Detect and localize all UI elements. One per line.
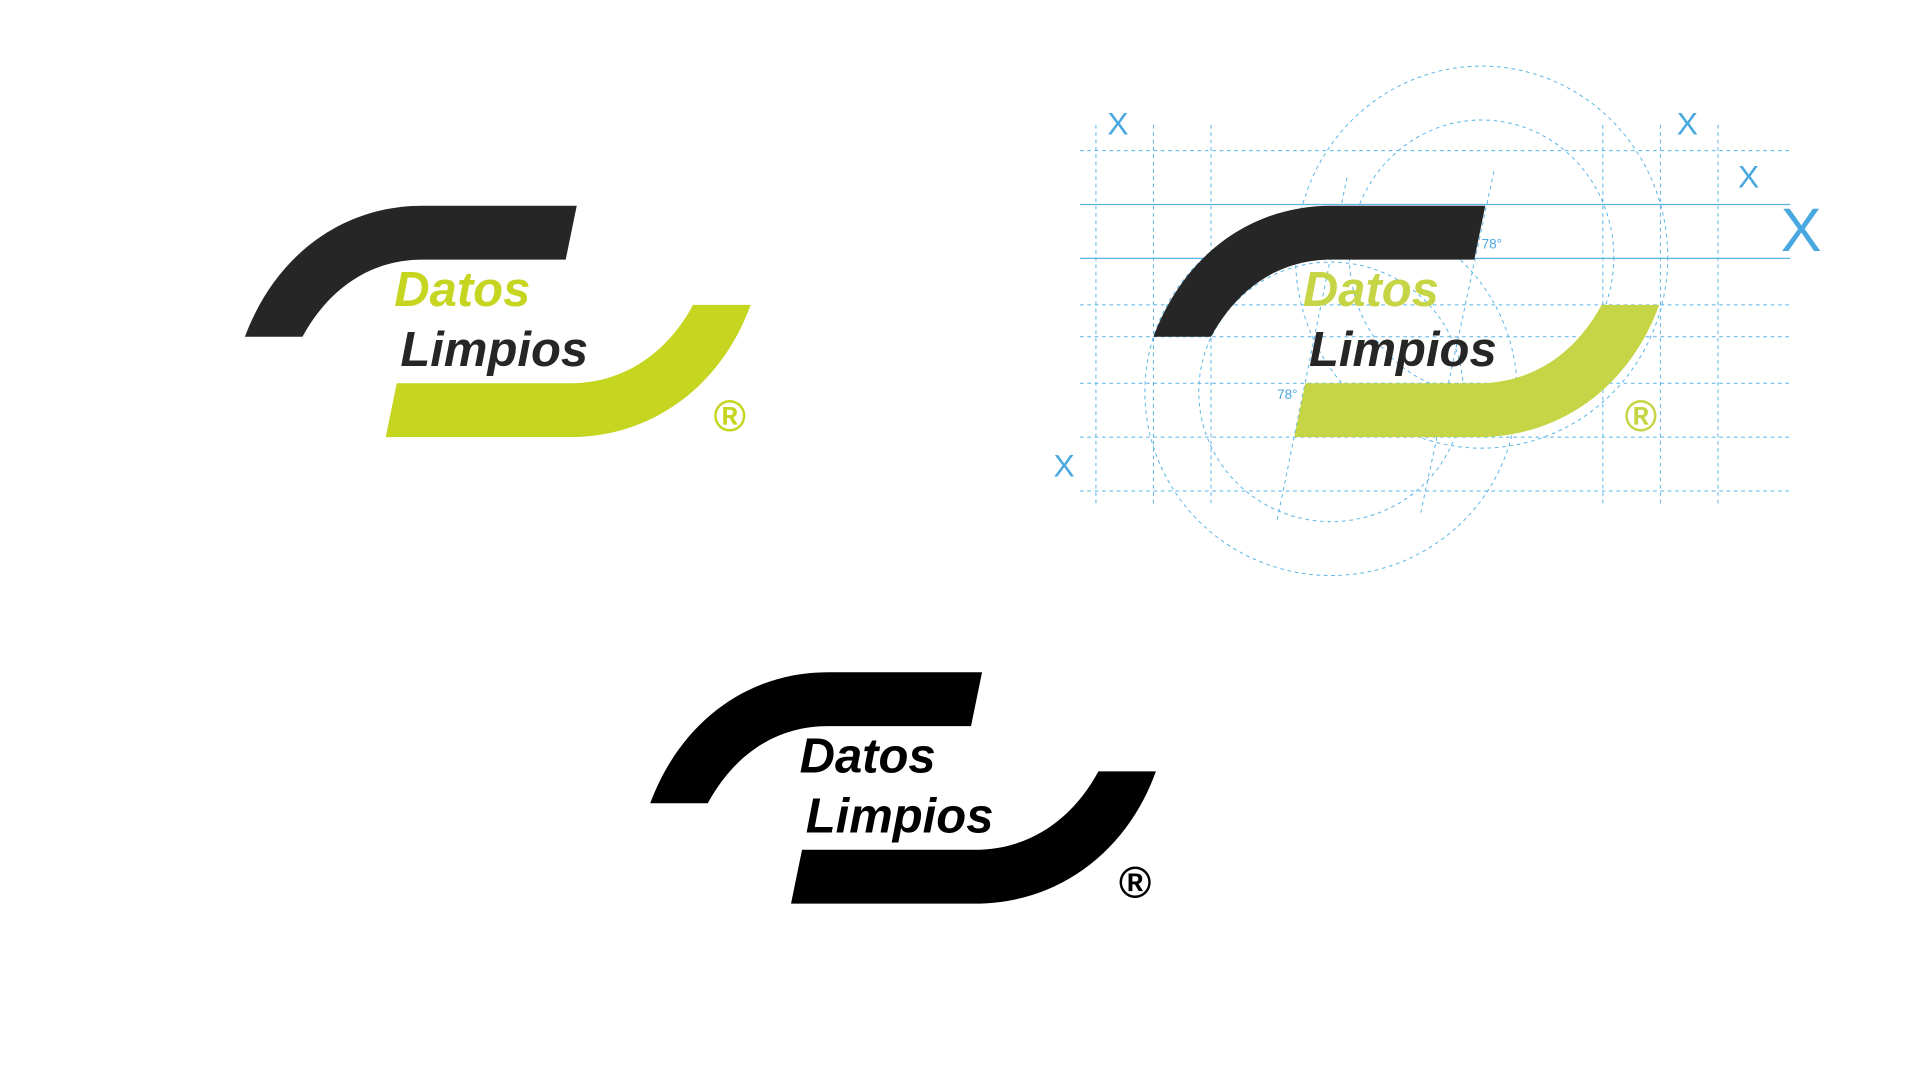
logo-construction: Datos Limpios ® X X X X X 78° 78° xyxy=(1053,65,1822,576)
logo-word-limpios: Limpios xyxy=(400,323,588,377)
angle-label: 78° xyxy=(1277,387,1297,402)
logo-color: Datos Limpios ® xyxy=(244,205,751,441)
unit-label-x: X xyxy=(1738,158,1759,194)
unit-label-x: X xyxy=(1053,447,1074,483)
registered-mark-icon: ® xyxy=(1119,859,1151,908)
logo-word-limpios: Limpios xyxy=(806,790,994,844)
registered-mark-icon: ® xyxy=(1625,392,1657,441)
logo-word-datos: Datos xyxy=(800,730,936,784)
angle-label: 78° xyxy=(1482,237,1502,252)
unit-label-x: X xyxy=(1107,106,1128,142)
logo-word-limpios: Limpios xyxy=(1309,323,1497,377)
logo-word-datos: Datos xyxy=(394,263,530,317)
logo-black: Datos Limpios ® xyxy=(650,672,1156,908)
unit-label-x: X xyxy=(1677,106,1698,142)
logo-word-datos: Datos xyxy=(1303,263,1439,317)
registered-mark-icon: ® xyxy=(714,392,746,441)
unit-label-x-large: X xyxy=(1781,196,1822,264)
